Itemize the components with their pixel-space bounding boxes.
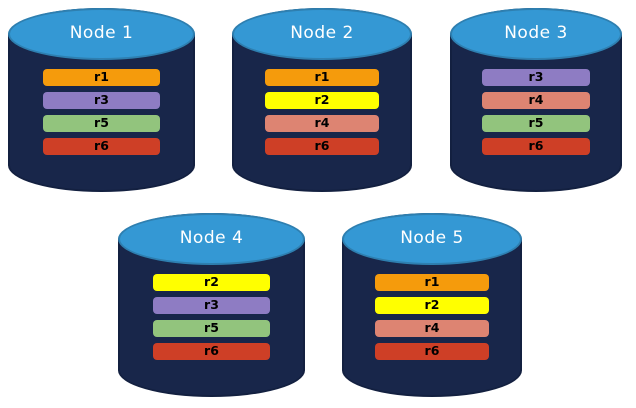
replica-label: r6 (314, 137, 330, 153)
replica-list: r1 r3 r5 r6 (8, 68, 195, 155)
replica-list: r1 r2 r4 r6 (232, 68, 412, 155)
replica-label: r4 (314, 114, 330, 130)
replica-bar-r5[interactable]: r5 (42, 114, 161, 132)
replica-label: r2 (314, 91, 330, 107)
replica-bar-r6[interactable]: r6 (375, 342, 489, 360)
cylinder-top-ellipse: Node 2 (232, 8, 412, 61)
database-node-5[interactable]: Node 5 r1 r2 r4 r6 (342, 213, 522, 397)
replica-bar-r1[interactable]: r1 (265, 68, 379, 86)
replica-label: r3 (528, 68, 544, 84)
replica-bar-r6[interactable]: r6 (265, 137, 379, 155)
node-title: Node 2 (290, 23, 354, 44)
replica-bar-r2[interactable]: r2 (152, 273, 271, 291)
database-node-3[interactable]: Node 3 r3 r4 r5 r6 (450, 8, 622, 192)
replica-list: r1 r2 r4 r6 (342, 273, 522, 360)
replica-label: r5 (528, 114, 544, 130)
cylinder-top-ellipse: Node 5 (342, 213, 522, 266)
database-node-1[interactable]: Node 1 r1 r3 r5 r6 (8, 8, 195, 192)
replica-bar-r6[interactable]: r6 (152, 342, 271, 360)
replica-bar-r3[interactable]: r3 (481, 68, 591, 86)
cylinder-top-ellipse: Node 1 (8, 8, 195, 61)
database-node-4[interactable]: Node 4 r2 r3 r5 r6 (118, 213, 305, 397)
node-title: Node 4 (179, 228, 244, 249)
replica-label: r5 (94, 114, 109, 130)
node-title: Node 1 (69, 23, 134, 44)
replica-label: r3 (94, 91, 109, 107)
replica-list: r2 r3 r5 r6 (118, 273, 305, 360)
replica-label: r3 (204, 296, 219, 312)
replica-bar-r6[interactable]: r6 (42, 137, 161, 155)
replica-label: r1 (314, 68, 330, 84)
replica-label: r6 (424, 342, 440, 358)
replica-label: r6 (204, 342, 219, 358)
replica-bar-r1[interactable]: r1 (375, 273, 489, 291)
replica-label: r2 (424, 296, 440, 312)
replica-bar-r5[interactable]: r5 (152, 319, 271, 337)
replica-bar-r3[interactable]: r3 (152, 296, 271, 314)
replica-label: r4 (528, 91, 544, 107)
replica-bar-r2[interactable]: r2 (375, 296, 489, 314)
replica-bar-r4[interactable]: r4 (481, 91, 591, 109)
replica-label: r6 (528, 137, 544, 153)
replica-label: r2 (204, 273, 219, 289)
replica-label: r5 (204, 319, 219, 335)
replica-label: r4 (424, 319, 440, 335)
replica-bar-r2[interactable]: r2 (265, 91, 379, 109)
replica-label: r6 (94, 137, 109, 153)
cylinder-top-ellipse: Node 4 (118, 213, 305, 266)
replica-label: r1 (94, 68, 109, 84)
replica-bar-r5[interactable]: r5 (481, 114, 591, 132)
database-node-2[interactable]: Node 2 r1 r2 r4 r6 (232, 8, 412, 192)
replica-label: r1 (424, 273, 440, 289)
replica-list: r3 r4 r5 r6 (450, 68, 622, 155)
replica-bar-r6[interactable]: r6 (481, 137, 591, 155)
node-title: Node 3 (504, 23, 568, 44)
replica-bar-r4[interactable]: r4 (375, 319, 489, 337)
replica-bar-r4[interactable]: r4 (265, 114, 379, 132)
cylinder-top-ellipse: Node 3 (450, 8, 622, 61)
replica-bar-r1[interactable]: r1 (42, 68, 161, 86)
node-title: Node 5 (400, 228, 464, 249)
replica-bar-r3[interactable]: r3 (42, 91, 161, 109)
